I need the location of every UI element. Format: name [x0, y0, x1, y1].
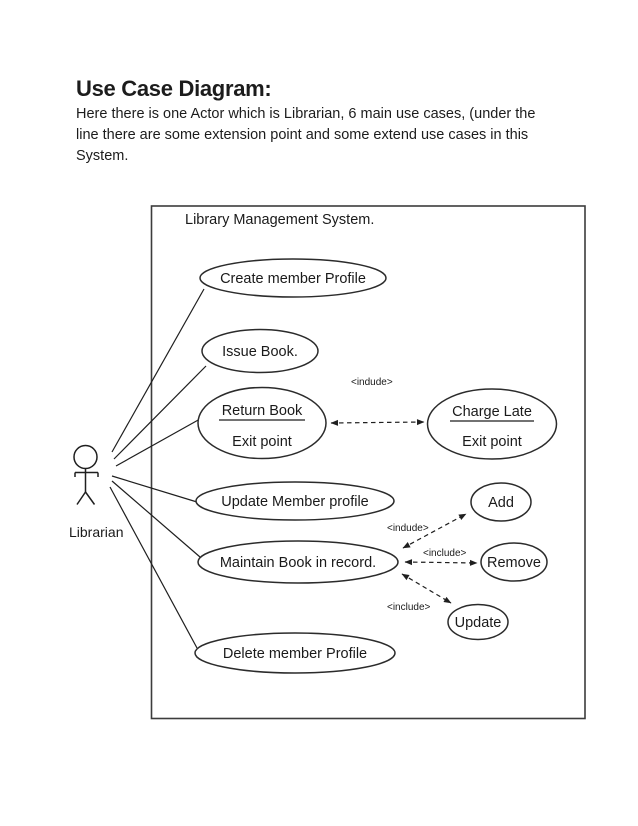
actor-arms: [74, 471, 99, 477]
edge-maintain-remove: [404, 559, 478, 566]
usecase-create-member-profile: Create member Profile: [199, 258, 387, 298]
usecase-label: Issue Book.: [222, 344, 298, 360]
usecase-ellipse: [201, 328, 319, 374]
usecase-label: Create member Profile: [220, 271, 366, 287]
actor-head: [73, 444, 98, 470]
association-return-book: [115, 418, 201, 467]
usecase-ellipse: [447, 603, 509, 641]
usecase-ellipse: [194, 632, 396, 674]
usecase-extension-point: Exit point: [232, 434, 292, 450]
include-edges: [330, 419, 478, 604]
usecase-update: Update: [447, 603, 509, 641]
actor-label: Librarian: [69, 524, 123, 540]
usecase-issue-book: Issue Book.: [201, 328, 319, 374]
usecase-ellipse: [470, 482, 532, 522]
include-label-remove: <include>: [423, 548, 467, 559]
include-label-add: <indude>: [387, 523, 429, 534]
edge-maintain-add: [402, 513, 467, 549]
page-title: Use Case Diagram:: [76, 76, 272, 101]
usecase-label: Update Member profile: [221, 494, 369, 510]
usecase-maintain-book: Maintain Book in record.: [197, 540, 399, 584]
intro-paragraph: Here there is one Actor which is Librari…: [76, 104, 535, 167]
usecase-label: Remove: [487, 555, 541, 571]
usecase-label: Delete member Profile: [223, 646, 367, 662]
usecase-ellipse: [197, 386, 327, 460]
usecase-label: Maintain Book in record.: [220, 555, 376, 571]
usecase-add: Add: [470, 482, 532, 522]
intro-line: System.: [76, 148, 129, 164]
association-maintain: [111, 480, 201, 558]
usecase-remove: Remove: [480, 542, 548, 582]
usecase-ellipse: [426, 388, 558, 460]
edge-maintain-update: [401, 573, 452, 604]
include-label-update: <include>: [387, 602, 431, 613]
usecase-title: Charge Late: [452, 404, 532, 420]
usecase-label: Add: [488, 495, 514, 511]
association-issue: [113, 365, 207, 460]
association-delete: [109, 486, 198, 649]
include-label-charge: <indude>: [351, 377, 393, 388]
usecase-ellipse: [480, 542, 548, 582]
actor-association-lines: [109, 288, 207, 649]
association-update-member: [111, 475, 198, 503]
usecase-label: Update: [455, 615, 502, 631]
usecase-charge-late: Charge Late Exit point: [426, 388, 558, 460]
system-boundary: [150, 205, 586, 720]
actor-legs: [76, 491, 96, 505]
usecase-title: Return Book: [222, 403, 303, 419]
usecase-update-member-profile: Update Member profile: [195, 481, 395, 521]
edge-return-charge: [330, 419, 425, 426]
usecase-return-book: Return Book Exit point: [197, 386, 327, 460]
usecase-ellipse: [195, 481, 395, 521]
intro-line: line there are some extension point and …: [76, 127, 529, 143]
usecase-ellipse: [197, 540, 399, 584]
usecase-delete-member-profile: Delete member Profile: [194, 632, 396, 674]
usecase-extension-point: Exit point: [462, 434, 522, 450]
system-boundary-label: Library Management System.: [185, 212, 374, 228]
usecase-ellipse: [199, 258, 387, 298]
intro-line: Here there is one Actor which is Librari…: [76, 106, 536, 122]
actor-librarian: [73, 444, 99, 505]
association-create: [111, 288, 205, 453]
